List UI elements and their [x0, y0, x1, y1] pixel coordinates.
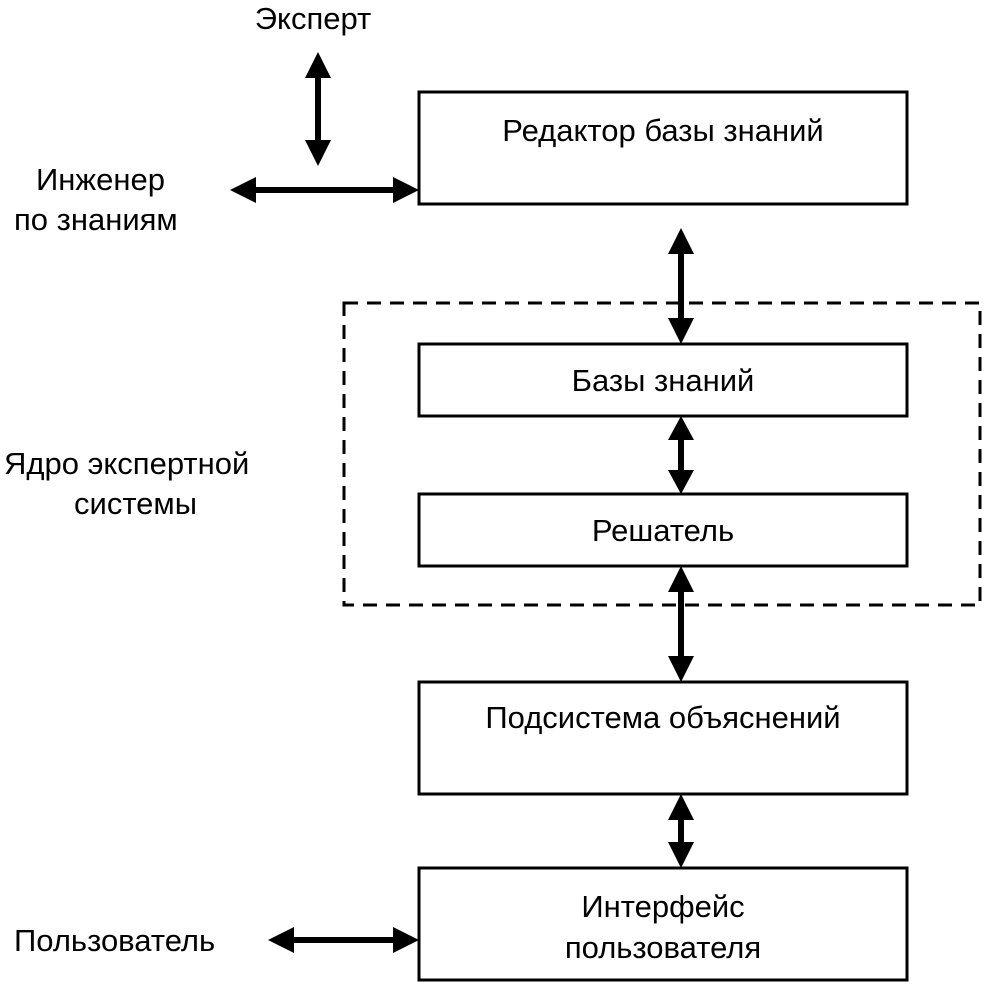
explanation-subsystem-box	[417, 680, 909, 796]
solver-explanation-arrow	[668, 566, 694, 682]
user-interface-label-line1: Интерфейс	[581, 889, 744, 924]
expert-label: Эксперт	[255, 1, 371, 36]
core-label-line2: системы	[74, 486, 197, 521]
kb-solver-arrow	[668, 416, 694, 494]
expert-engineer-arrow	[305, 52, 331, 166]
solver-box	[417, 492, 909, 568]
user-label: Пользователь	[14, 923, 215, 958]
core-label-line1: Ядро экспертной	[4, 446, 249, 481]
kb-editor-box	[417, 90, 909, 206]
user-interface-box	[417, 866, 909, 982]
user-interface-label-line2: пользователя	[565, 930, 761, 965]
user-interface-arrow	[268, 927, 419, 953]
expert-system-core-frame	[342, 301, 982, 607]
solver-label: Решатель	[592, 513, 734, 548]
knowledge-engineer-label-line1: Инженер	[36, 162, 165, 197]
knowledge-bases-label: Базы знаний	[572, 363, 755, 398]
knowledge-engineer-label-line2: по знаниям	[14, 202, 178, 237]
explanation-subsystem-label: Подсистема объяснений	[485, 700, 840, 735]
explanation-interface-arrow	[668, 794, 694, 868]
engineer-editor-arrow	[230, 177, 419, 203]
knowledge-bases-box	[417, 342, 909, 418]
kb-editor-label: Редактор базы знаний	[502, 113, 823, 148]
editor-kb-arrow	[668, 228, 694, 344]
